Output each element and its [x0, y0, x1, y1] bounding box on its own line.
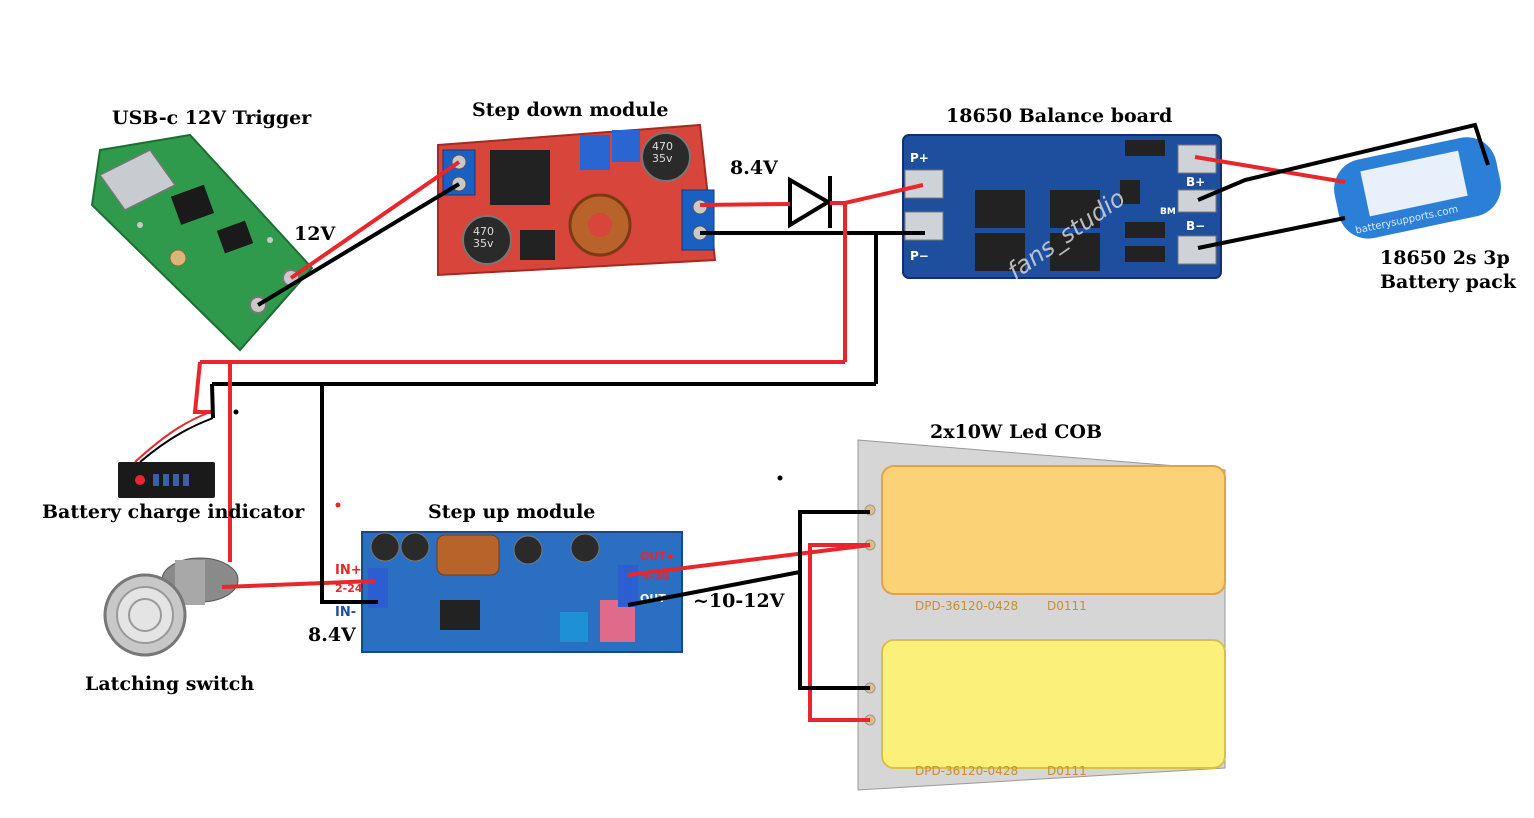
up-in-plus-label: IN+: [335, 563, 362, 578]
step-up-label: Step up module: [428, 501, 595, 523]
svg-text:470: 470: [652, 140, 673, 153]
cob-lot-2: D0111: [1047, 764, 1087, 778]
step-up-module: IN+ 2-24 IN- OUT+ 3-30 OUT-: [335, 531, 683, 653]
led-cob-label: 2x10W Led COB: [930, 421, 1102, 443]
bms-p-minus-label: P−: [910, 249, 929, 263]
bms-b-minus-label: B−: [1186, 219, 1205, 233]
svg-text:35v: 35v: [652, 152, 673, 165]
cob-code-2: DPD-36120-0428: [915, 764, 1018, 778]
cob-code-1: DPD-36120-0428: [915, 599, 1018, 613]
latching-switch-label: Latching switch: [85, 673, 254, 695]
wire-bms-batt-bm: [1197, 122, 1490, 202]
battery-label-1: 18650 2s 3p: [1380, 247, 1510, 269]
step-down-module: 470 35v 470 35v: [437, 123, 717, 277]
usbc-trigger-board: [90, 133, 314, 352]
diode: [788, 176, 832, 229]
svg-text:35v: 35v: [473, 237, 494, 250]
wire-led-neg: [627, 510, 870, 690]
bms-p-plus-label: P+: [910, 151, 929, 165]
charge-indicator-label: Battery charge indicator: [42, 501, 305, 523]
voltage-step-up-in: 8.4V: [308, 624, 357, 646]
latching-switch: [103, 557, 239, 657]
battery-label-2: Battery pack: [1380, 271, 1517, 293]
usbc-trigger-label: USB-c 12V Trigger: [112, 107, 312, 129]
battery-pack: batterysupports.com: [1334, 137, 1501, 239]
bms-b-plus-label: B+: [1186, 175, 1205, 189]
wire-usb-pos: [289, 160, 461, 280]
balance-board-label: 18650 Balance board: [946, 105, 1172, 127]
wire-bms-batt-pos: [1194, 155, 1346, 184]
voltage-step-down-out: 8.4V: [730, 157, 779, 179]
wire-ind-pos: [192, 361, 213, 414]
wire-led-pos: [627, 543, 871, 722]
wire-bms-batt-neg: [1197, 216, 1346, 250]
svg-text:470: 470: [473, 225, 494, 238]
wire-usb-neg: [256, 182, 461, 307]
bms-bm-label: BM: [1160, 207, 1176, 217]
up-in-range-label: 2-24: [335, 582, 363, 595]
wire-down-pos: [699, 202, 791, 207]
wires: [192, 122, 1490, 722]
battery-indicator: [118, 411, 215, 498]
voltage-step-up-out: ~10-12V: [693, 590, 786, 612]
step-down-label: Step down module: [472, 99, 668, 121]
up-out-plus-label: OUT+: [640, 550, 675, 563]
wire-ind-neg: [210, 383, 215, 419]
led-cob-panels: DPD-36120-0428 D0111 DPD-36120-0428 D011…: [857, 439, 1226, 791]
up-in-minus-label: IN-: [335, 605, 356, 620]
wire-stepup-neg: [320, 384, 378, 604]
wire-switch-stepup: [221, 579, 376, 589]
dot-mark-2: [777, 475, 783, 481]
voltage-usb-out: 12V: [294, 223, 336, 245]
cob-lot-1: D0111: [1047, 599, 1087, 613]
dot-mark-1: [233, 409, 239, 415]
dot-mark-3: [335, 502, 341, 508]
balance-board: P+ P− B+ BM B− fans_studio: [902, 134, 1222, 285]
